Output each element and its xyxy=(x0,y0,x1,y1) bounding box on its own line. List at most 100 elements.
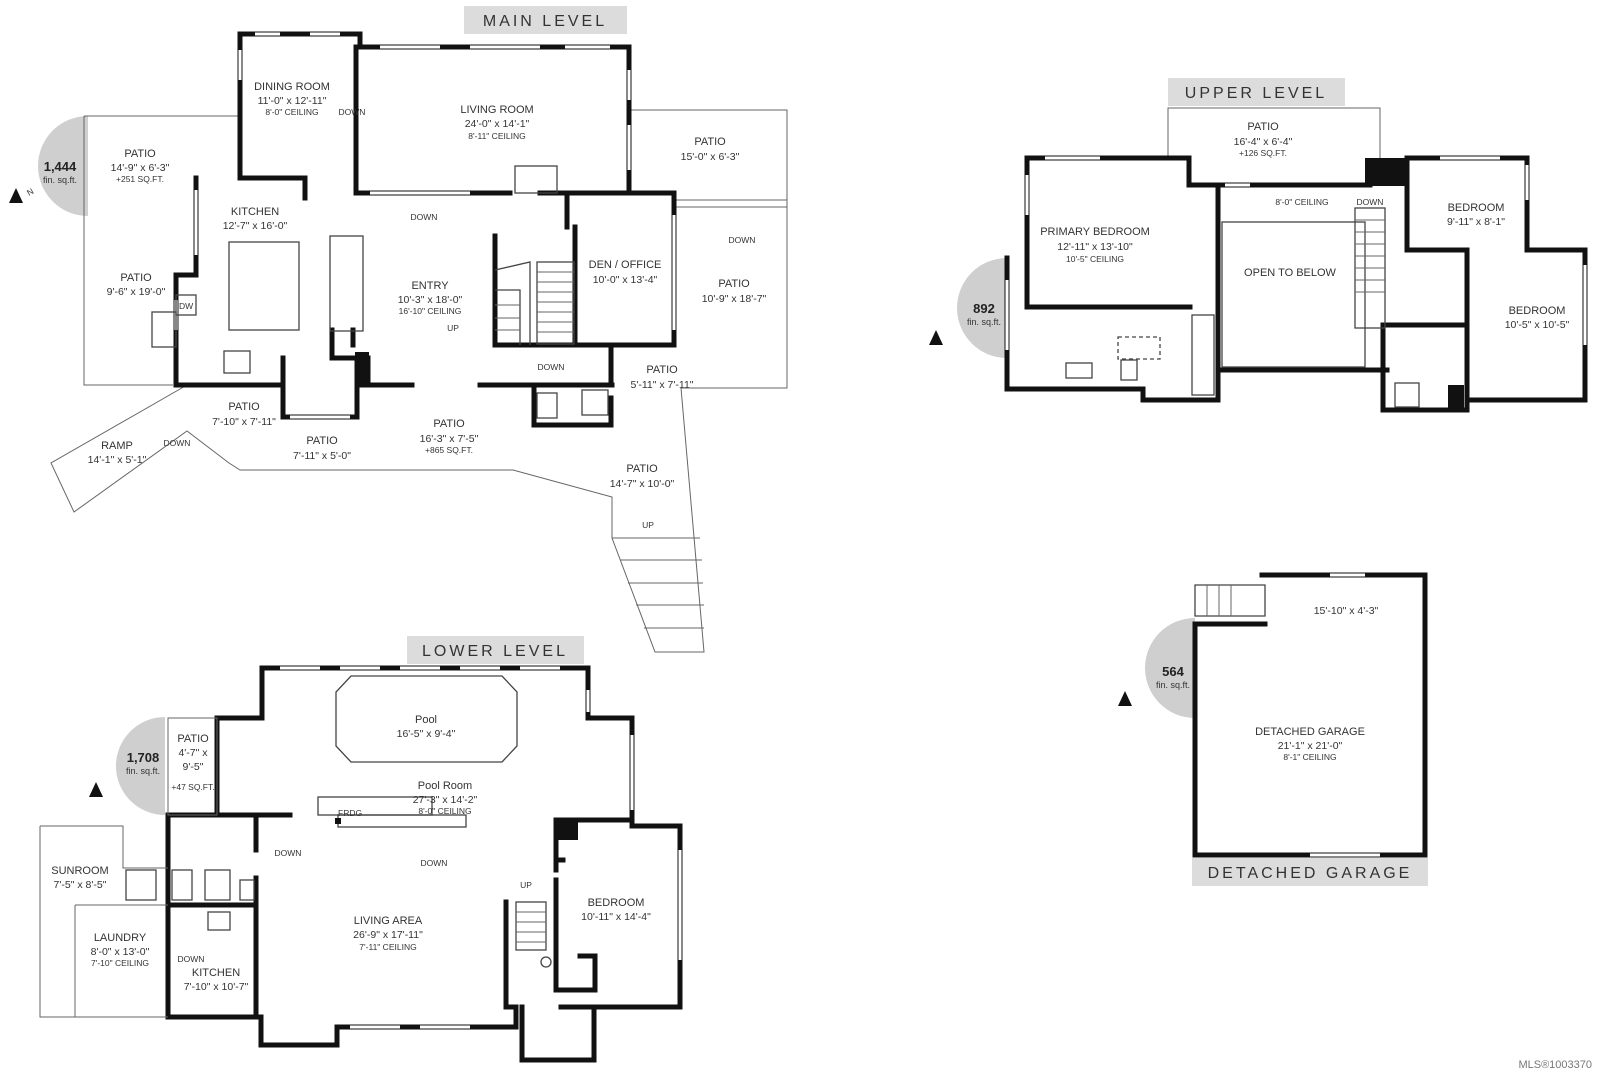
main-up-label: UP xyxy=(447,323,459,333)
upper-shower xyxy=(1394,382,1420,408)
patio-se-dim: 14'-7" x 10'-0" xyxy=(610,478,675,490)
kitchen-name: KITCHEN xyxy=(231,206,279,218)
upper-toilet xyxy=(1120,359,1138,381)
range-cooktop xyxy=(223,350,251,374)
garage-title: DETACHED GARAGE xyxy=(1208,865,1413,882)
main-sqft-badge: 1,444 fin. sq.ft. N xyxy=(9,115,88,217)
patio-ne-name: PATIO xyxy=(694,136,726,148)
living-area-dim: 26'-9" x 17'-11" xyxy=(353,929,423,941)
upper-bath-vanity xyxy=(1117,336,1161,360)
patio-nw-dim: 14'-9" x 6'-3" xyxy=(111,162,170,174)
upper-level: UPPER LEVEL 892 fin. sq.ft. xyxy=(929,78,1588,413)
main-level-title: MAIN LEVEL xyxy=(483,13,607,30)
main-powder-tub xyxy=(536,392,558,419)
kitchen-sink xyxy=(151,311,177,348)
dining-room-dim: 11'-0" x 12'-11" xyxy=(258,95,327,107)
pool-room-dim: 27'-3" x 14'-2" xyxy=(413,794,478,806)
patio-small-dim: 5'-11" x 7'-11" xyxy=(630,379,693,391)
garage-north-arrow-icon xyxy=(1118,691,1132,706)
entry-dim: 10'-3" x 18'-0" xyxy=(398,294,463,306)
lower-sink xyxy=(239,879,255,901)
dishwasher-label: DW xyxy=(179,301,193,311)
lower-patio-dim1: 4'-7" x xyxy=(178,747,208,759)
patio-s-dim: 16'-3" x 7'-5" xyxy=(420,433,479,445)
dining-room-name: DINING ROOM xyxy=(254,81,330,93)
patio-small-name: PATIO xyxy=(646,364,678,376)
lower-patio-dim2: 9'-5" xyxy=(183,761,204,773)
north-arrow-icon xyxy=(9,188,23,203)
upper-stairs xyxy=(1354,207,1386,329)
lower-shower xyxy=(204,869,231,901)
garage-dim: 21'-1" x 21'-0" xyxy=(1278,740,1343,752)
laundry-name: LAUNDRY xyxy=(94,932,147,944)
patio-outline-east-south xyxy=(50,109,788,653)
lower-sqft-value: 1,708 xyxy=(127,750,160,765)
patio-sw1-dim: 7'-10" x 7'-11" xyxy=(212,416,276,428)
upper-windows xyxy=(1005,156,1587,350)
lower-sqft-badge: 1,708 fin. sq.ft. xyxy=(89,716,165,815)
laundry-dim: 8'-0" x 13'-0" xyxy=(91,946,150,958)
open-to-below-label: OPEN TO BELOW xyxy=(1244,267,1337,279)
garage-banner xyxy=(1192,858,1428,886)
main-powder-toilet xyxy=(581,389,609,416)
living-room-name: LIVING ROOM xyxy=(460,104,533,116)
upper-sqft-label: fin. sq.ft. xyxy=(967,317,1001,327)
dining-down-label: DOWN xyxy=(339,107,366,117)
garage-ceiling: 8'-1" CEILING xyxy=(1283,752,1336,762)
garage-sqft-value: 564 xyxy=(1162,664,1184,679)
main-stairs xyxy=(494,261,575,345)
patio-s-extra: +865 SQ.FT. xyxy=(425,445,473,455)
pool-name: Pool xyxy=(415,714,437,726)
kitchen-dim: 12'-7" x 16'-0" xyxy=(223,220,288,232)
dishwasher xyxy=(175,294,197,316)
lower-level-title: LOWER LEVEL xyxy=(422,643,568,660)
upper-level-title: UPPER LEVEL xyxy=(1185,85,1327,102)
patio-outline-west xyxy=(83,116,173,386)
lower-down-label-1: DOWN xyxy=(275,848,302,858)
pool-dim: 16'-5" x 9'-4" xyxy=(397,728,456,740)
main-level-banner xyxy=(464,6,627,34)
fireplace xyxy=(514,165,558,194)
lower-bedroom-name: BEDROOM xyxy=(588,897,645,909)
upper-bedroom1-dim: 9'-11" x 8'-1" xyxy=(1447,216,1505,228)
laundry-ceiling: 7'-10" CEILING xyxy=(91,958,149,968)
living-area-name: LIVING AREA xyxy=(354,915,423,927)
primary-bedroom-name: PRIMARY BEDROOM xyxy=(1040,226,1150,238)
main-sqft-label: fin. sq.ft. xyxy=(43,175,77,185)
patio-nw-extra: +251 SQ.FT. xyxy=(116,174,164,184)
upper-patio-name: PATIO xyxy=(1247,121,1279,133)
ramp-down-label: DOWN xyxy=(164,438,191,448)
sunroom-name: SUNROOM xyxy=(51,865,108,877)
washer-dryer xyxy=(125,869,157,901)
lower-bedroom-dim: 10'-11" x 14'-4" xyxy=(581,911,651,923)
upper-bedroom1-name: BEDROOM xyxy=(1448,202,1505,214)
patio-w-name: PATIO xyxy=(120,272,152,284)
kitchen-island xyxy=(228,241,300,331)
living-down-label: DOWN xyxy=(411,212,438,222)
open-to-below xyxy=(1221,221,1366,368)
patio-nw-name: PATIO xyxy=(124,148,156,160)
upper-sink xyxy=(1065,362,1093,379)
ramp-name: RAMP xyxy=(101,440,133,452)
pool-room-ceiling: 8'-0" CEILING xyxy=(418,806,471,816)
living-room-ceiling: 8'-11" CEILING xyxy=(468,131,525,141)
patio-w-dim: 9'-6" x 19'-0" xyxy=(107,286,166,298)
upper-ceiling-label: 8'-0" CEILING xyxy=(1275,197,1328,207)
main-windows xyxy=(174,32,676,419)
upper-sqft-badge: 892 fin. sq.ft. xyxy=(929,258,1007,358)
upper-tub xyxy=(1191,314,1215,396)
garage-name: DETACHED GARAGE xyxy=(1255,726,1365,738)
lower-kitchen-dim: 7'-10" x 10'-7" xyxy=(184,981,249,993)
patio-se-name: PATIO xyxy=(626,463,658,475)
garage-deck-dim: 15'-10" x 4'-3" xyxy=(1314,605,1379,617)
north-label: N xyxy=(25,186,35,198)
patio-e-name: PATIO xyxy=(718,278,750,290)
lower-toilet xyxy=(171,869,193,901)
entry-name: ENTRY xyxy=(411,280,449,292)
den-dim: 10'-0" x 13'-4" xyxy=(593,274,658,286)
garage-sqft-label: fin. sq.ft. xyxy=(1156,680,1190,690)
fridge-label: FRDG xyxy=(338,808,362,818)
upper-patio-dim: 16'-4" x 6'-4" xyxy=(1234,136,1293,148)
lower-windows xyxy=(280,666,682,1029)
